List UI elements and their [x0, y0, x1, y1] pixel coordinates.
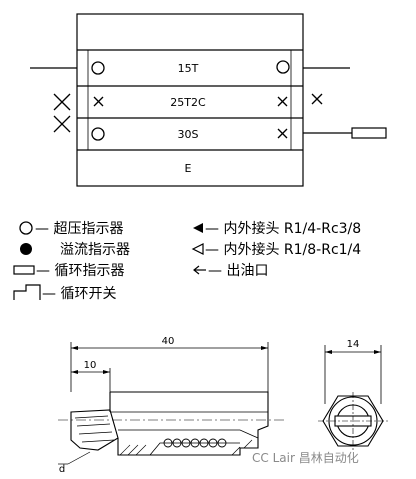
- open-circle-icon: [91, 61, 105, 75]
- open-circle-icon: [91, 127, 105, 141]
- manifold-block: [30, 13, 387, 187]
- cross-icon: [311, 93, 323, 105]
- legend-label: — 内外接头 R1/4-Rc3/8: [205, 220, 361, 237]
- filled-arrow-icon: [193, 223, 203, 233]
- watermark: CC Lair 昌林自动化: [252, 451, 359, 465]
- legend-label: 溢流指示器: [60, 242, 130, 258]
- side-view: [58, 342, 285, 465]
- dimension-label: 10: [84, 360, 97, 371]
- dimension-label: 14: [347, 339, 360, 350]
- rectangle-indicator-icon: [13, 265, 35, 275]
- block-label: 25T2C: [170, 96, 206, 109]
- legend-label: — 循环指示器: [36, 263, 124, 279]
- open-circle-icon: [19, 221, 33, 235]
- cross-icon: [53, 93, 71, 111]
- cross-icon: [277, 96, 288, 107]
- filled-circle-icon: [20, 243, 32, 255]
- legend-label: — 循环开关: [42, 286, 116, 302]
- block-label: 30S: [178, 128, 199, 141]
- legend-label: — 超压指示器: [35, 221, 123, 237]
- manifold-outline: [76, 13, 304, 187]
- cross-icon: [93, 96, 104, 107]
- open-circle-icon: [276, 60, 290, 74]
- outlet-arrow-icon: [193, 265, 206, 275]
- cross-icon: [53, 115, 71, 133]
- dimension-label: d: [59, 464, 65, 475]
- step-switch-icon: [13, 284, 41, 300]
- open-arrow-icon: [191, 243, 204, 255]
- block-label: 15T: [178, 62, 199, 75]
- block-label: E: [185, 162, 192, 175]
- rectangle-indicator-icon: [351, 127, 387, 139]
- legend-label: — 出油口: [208, 263, 268, 279]
- legend-label: — 内外接头 R1/8-Rc1/4: [205, 241, 361, 258]
- cross-icon: [277, 128, 288, 139]
- end-view: [318, 345, 388, 452]
- dimension-label: 40: [162, 336, 175, 347]
